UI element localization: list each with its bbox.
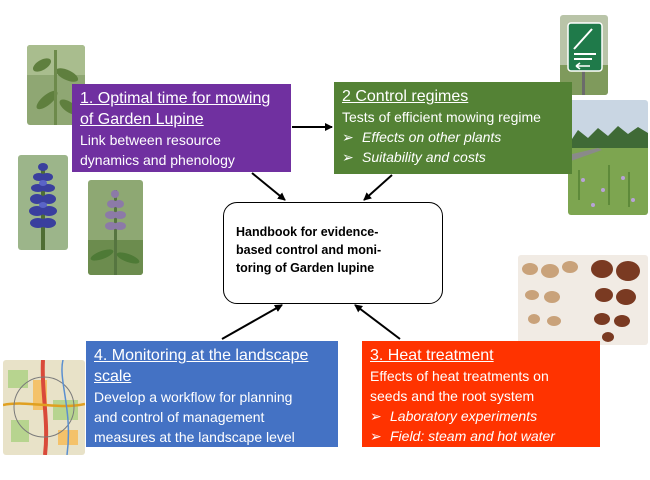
arrow-box4-to-center [221,304,283,340]
box3-bullet-1: ➢ Laboratory experiments [370,406,592,426]
landscape-map-photo [3,360,85,455]
box3-body-line-2: seeds and the root system [370,388,535,404]
box3-title: 3. Heat treatment [370,347,494,364]
box4-title-line-2: scale [94,368,132,385]
box3-bullet-2-text: Field: steam and hot water [390,428,555,444]
box1-title-line-2: of Garden Lupine [80,111,204,128]
box-control-regimes: 2 Control regimes Tests of efficient mow… [334,82,572,174]
box-heat-treatment: 3. Heat treatment Effects of heat treatm… [362,341,600,447]
arrow-box3-to-center [354,304,401,340]
box-optimal-mowing-time: 1. Optimal time for mowing of Garden Lup… [72,84,291,172]
seeds-dish-photo [518,255,648,345]
box2-bullet-1: ➢ Effects on other plants [342,127,564,147]
roadside-field-photo [568,100,648,215]
box-landscape-monitoring: 4. Monitoring at the landscape scale Dev… [86,341,338,447]
box2-bullet-2: ➢ Suitability and costs [342,147,564,167]
box2-title: 2 Control regimes [342,88,469,105]
box2-bullet-2-text: Suitability and costs [362,149,486,165]
arrow-box2-to-center [363,174,393,201]
lupine-flower-blue-photo [18,155,68,250]
bullet-arrow-icon: ➢ [342,149,354,165]
center-line-1: Handbook for evidence- [236,225,379,239]
box3-bullet-2: ➢ Field: steam and hot water [370,426,592,446]
bullet-arrow-icon: ➢ [342,129,354,145]
box4-title-line-1: 4. Monitoring at the landscape [94,347,309,364]
lupine-leaves-photo [27,45,85,125]
road-sign-photo [560,15,608,95]
box2-body: Tests of efficient mowing regime [342,109,541,125]
center-line-2: based control and moni- [236,243,382,257]
box3-body-line-1: Effects of heat treatments on [370,368,549,384]
center-line-3: toring of Garden lupine [236,261,375,275]
box2-bullet-1-text: Effects on other plants [362,129,502,145]
box4-body-line-3: measures at the landscape level [94,429,295,445]
handbook-center-box: Handbook for evidence- based control and… [223,202,443,304]
bullet-arrow-icon: ➢ [370,408,382,424]
box4-body-line-1: Develop a workflow for planning [94,389,293,405]
bullet-arrow-icon: ➢ [370,428,382,444]
box1-body-line-2: dynamics and phenology [80,152,235,168]
lupine-flower-purple-photo [88,180,143,275]
box3-bullet-1-text: Laboratory experiments [390,408,538,424]
arrow-box1-to-center [251,172,286,201]
box4-body-line-2: and control of management [94,409,265,425]
box1-title-line-1: 1. Optimal time for mowing [80,90,271,107]
box1-body-line-1: Link between resource [80,132,221,148]
